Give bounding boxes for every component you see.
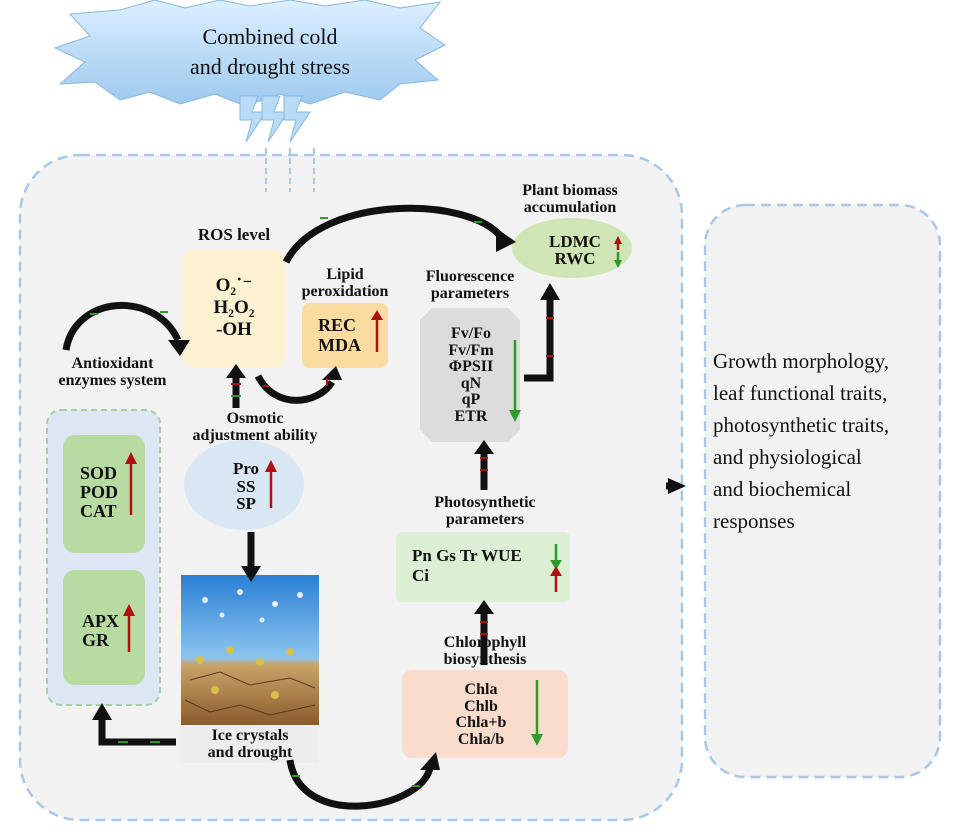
lipid-rec: REC <box>318 315 357 335</box>
antioxidant-group2-list: APX GR <box>82 612 119 650</box>
lipid-list: REC MDA <box>318 315 361 355</box>
stress-cloud <box>53 0 446 107</box>
antioxidant-group1-list: SOD POD CAT <box>80 464 118 521</box>
biomass-rwc: RWC <box>554 249 596 268</box>
ros-list: O₂˙⁻ H₂O₂ -OH <box>183 275 285 341</box>
chloro-item: Chlb <box>464 697 498 715</box>
chloro-title-line2: biosynthesis <box>443 651 527 668</box>
lipid-title: Lipid peroxidation <box>298 266 392 300</box>
fluor-title-line2: parameters <box>430 285 510 302</box>
chloro-title-line1: Chlorophyll <box>443 634 527 651</box>
chloro-list: Chla Chlb Chla+b Chla/b <box>438 681 524 748</box>
photo-title: Photosynthetic parameters <box>405 494 565 528</box>
fluor-item: Fv/Fo <box>451 325 491 342</box>
ice-line1: Ice crystals <box>211 727 289 744</box>
photo-title-line2: parameters <box>445 511 525 528</box>
fluor-item: ΦPSII <box>448 358 494 375</box>
enzyme-sod: SOD <box>80 463 118 483</box>
osmotic-title-line1: Osmotic <box>226 410 284 427</box>
arrow-ros-biomass <box>282 204 505 264</box>
responses-panel <box>703 203 942 779</box>
lipid-box <box>302 303 388 368</box>
trend-arrows <box>123 236 622 746</box>
fluor-item: ETR <box>454 407 488 425</box>
fluor-title-line1: Fluorescence <box>425 268 515 285</box>
fluor-list: Fv/Fo Fv/Fm ΦPSII qN qP ETR <box>430 325 512 425</box>
responses-line: and biochemical <box>713 477 852 501</box>
fluor-title: Fluorescence parameters <box>408 268 532 302</box>
stress-line2: and drought stress <box>189 54 351 79</box>
osmotic-pro: Pro <box>232 459 260 478</box>
chloro-item: Chla <box>464 681 498 698</box>
antioxidant-title-line2: enzymes system <box>58 372 167 389</box>
responses-text: Growth morphology, leaf functional trait… <box>713 345 948 537</box>
chloro-item: Chla/b <box>457 730 505 748</box>
biomass-ellipse <box>512 218 632 278</box>
responses-line: and physiological <box>713 445 862 469</box>
lightning-icon <box>239 95 311 143</box>
stress-line1: Combined cold <box>202 24 338 49</box>
arrow-image-chloro <box>286 759 434 810</box>
photo-line2: Ci <box>412 566 429 585</box>
lipid-mda: MDA <box>318 335 361 355</box>
ros-title: ROS level <box>197 225 271 244</box>
biomass-title: Plant biomass accumulation <box>495 182 645 216</box>
enzyme-pod: POD <box>80 482 118 502</box>
ros-oh: -OH <box>216 319 252 340</box>
osmotic-ellipse <box>184 440 304 530</box>
chlorophyll-box <box>402 670 568 758</box>
osmotic-sp: SP <box>236 494 256 513</box>
fluor-item: Fv/Fm <box>448 341 494 359</box>
osmotic-ss: SS <box>236 476 256 496</box>
fluorescence-box <box>420 308 520 442</box>
biomass-list: LDMC RWC <box>540 233 610 267</box>
responses-line: responses <box>713 509 795 533</box>
responses-line: photosynthetic traits, <box>713 413 890 437</box>
ice-caption: Ice crystals and drought <box>180 727 320 761</box>
photo-title-line1: Photosynthetic <box>434 494 536 511</box>
chloro-item: Chla+b <box>455 714 507 731</box>
biomass-title-line2: accumulation <box>523 199 617 216</box>
lipid-title-line2: peroxidation <box>301 283 389 300</box>
enzyme-apx: APX <box>82 611 119 631</box>
photo-list: Pn Gs Tr WUE Ci <box>412 546 522 586</box>
photosynthetic-box <box>396 532 570 602</box>
responses-line: leaf functional traits, <box>713 381 888 405</box>
chloro-title: Chlorophyll biosynthesis <box>412 634 558 668</box>
ice-line2: and drought <box>207 744 293 761</box>
antioxidant-group1 <box>63 435 145 553</box>
antioxidant-title-line1: Antioxidant <box>71 355 154 372</box>
biomass-title-line1: Plant biomass <box>522 182 618 199</box>
responses-line: Growth morphology, <box>713 349 889 373</box>
fluor-item: qP <box>461 391 481 408</box>
stress-dashes <box>265 148 315 192</box>
antioxidant-title: Antioxidant enzymes system <box>30 355 195 389</box>
ros-h2o2: H₂O₂ <box>213 297 255 318</box>
antioxidant-group2 <box>63 570 145 685</box>
photo-line1: Pn Gs Tr WUE <box>412 546 522 565</box>
enzyme-gr: GR <box>82 630 109 650</box>
arrow-fluor-biomass <box>524 300 554 382</box>
ice-drought-image <box>181 575 319 763</box>
fluor-item: qN <box>460 374 482 392</box>
osmotic-list: Pro SS SP <box>222 460 270 513</box>
arrow-antioxidant <box>62 302 182 351</box>
ros-o2: O₂˙⁻ <box>215 275 253 296</box>
stress-title: Combined cold and drought stress <box>145 22 395 82</box>
osmotic-title: Osmotic adjustment ability <box>175 410 335 444</box>
osmotic-title-line2: adjustment ability <box>192 427 318 444</box>
ros-box <box>183 250 285 368</box>
lipid-title-line1: Lipid <box>326 266 364 283</box>
enzyme-cat: CAT <box>80 501 117 521</box>
biomass-ldmc: LDMC <box>549 232 601 251</box>
